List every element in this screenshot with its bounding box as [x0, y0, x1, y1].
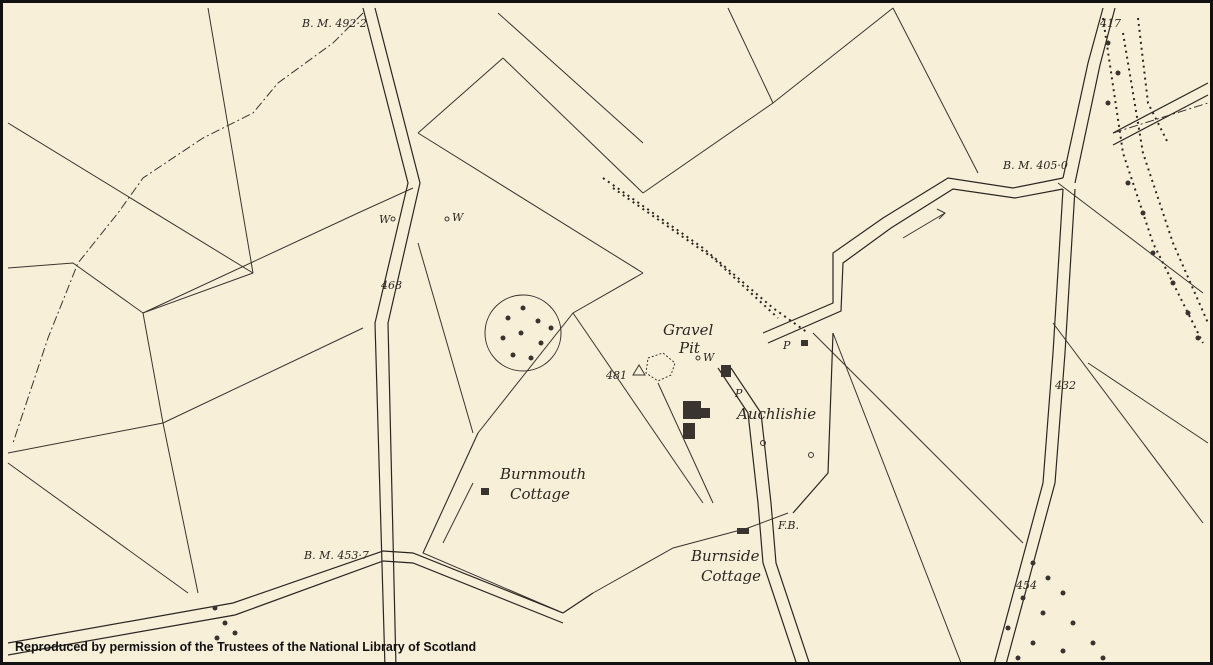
woodland-northeast [1105, 40, 1201, 341]
label-benchmark-453: B. M. 453·7 [304, 549, 369, 562]
label-height-481: 481 [606, 369, 627, 382]
label-height-468: 468 [381, 279, 402, 292]
buildings [481, 340, 808, 534]
label-gravel: Gravel [663, 321, 714, 339]
map-canvas[interactable] [3, 3, 1213, 665]
boundary-line [12, 12, 1209, 444]
roads [7, 7, 1209, 662]
woodland [212, 40, 1201, 661]
map-markers [390, 216, 814, 458]
attribution-credit: Reproduced by permission of the Trustees… [15, 640, 477, 654]
label-height-432: 432 [1055, 379, 1076, 392]
label-height-454: 454 [1016, 579, 1037, 592]
label-burnmouth-cottage: Cottage [510, 485, 570, 503]
label-burnside: Burnside [691, 547, 760, 565]
label-auchlishie: Auchlishie [737, 405, 817, 423]
label-height-417: 417 [1100, 17, 1121, 30]
woodland-southwest [212, 605, 238, 641]
gravel-pit [645, 352, 676, 382]
woodland-southeast [1005, 560, 1106, 661]
tree-belt [602, 17, 1209, 344]
label-well-mid: W [452, 211, 464, 224]
label-footbridge: F.B. [778, 519, 799, 532]
flow-arrow [902, 208, 946, 239]
label-pit: Pit [679, 339, 700, 357]
label-pump-north: P [783, 339, 791, 352]
label-well-west: W [379, 213, 391, 226]
label-burnside-cottage: Cottage [701, 567, 761, 585]
label-burnmouth: Burnmouth [500, 465, 587, 483]
field-boundaries [7, 7, 1209, 662]
label-benchmark-405: B. M. 405·0 [1003, 159, 1068, 172]
label-well-pit: W [703, 351, 715, 364]
label-pump-south: P [735, 387, 743, 400]
label-benchmark-492: B. M. 492·2 [302, 17, 367, 30]
